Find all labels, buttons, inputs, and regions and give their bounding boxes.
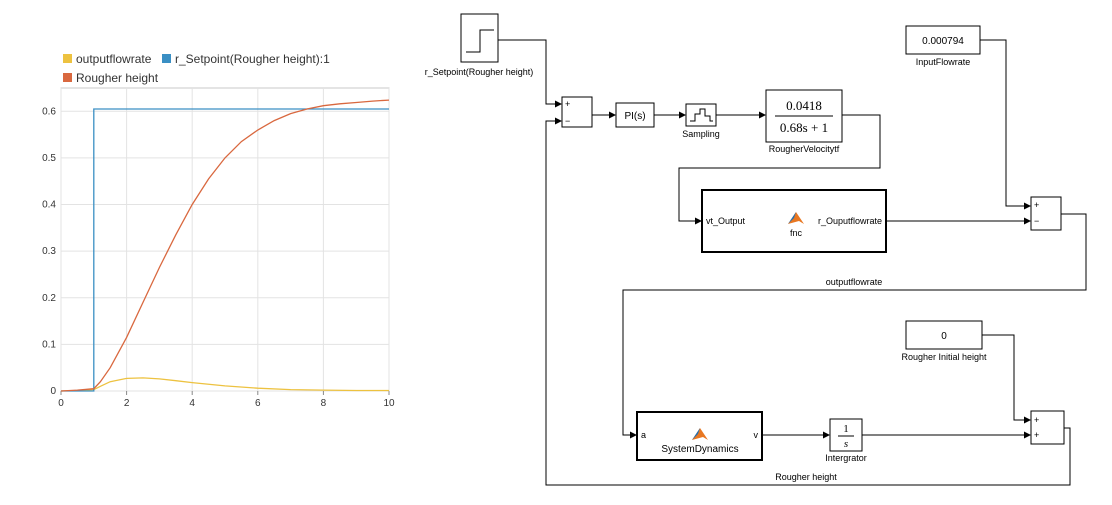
y-axis-ticks: 0 0.1 0.2 0.3 0.4 0.5 0.6 (42, 106, 56, 397)
y-tick-label: 0 (50, 386, 56, 397)
pi-label: PI(s) (624, 111, 645, 122)
integrator-denominator: s (844, 438, 848, 450)
sampling-label: Sampling (682, 129, 720, 139)
matlab-logo-icon (692, 428, 708, 440)
legend-swatch-rougher-height (63, 73, 72, 82)
sum3-sign-plus-2: + (1034, 430, 1039, 440)
transfer-function-block[interactable]: 0.0418 0.68s + 1 (765, 89, 843, 143)
matlab-logo-icon (788, 212, 804, 224)
tf-denominator: 0.68s + 1 (780, 120, 828, 135)
x-tick-label: 0 (58, 398, 64, 409)
integrator-block[interactable]: 1 s (829, 418, 863, 452)
initial-height-constant-block[interactable]: 0 (905, 320, 983, 350)
tf-numerator: 0.0418 (786, 98, 822, 113)
sampling-block[interactable] (685, 103, 717, 127)
system-dynamics-block[interactable]: a v SystemDynamics (636, 411, 763, 461)
integrator-label: Intergrator (825, 453, 867, 463)
sum1-sign-minus: − (565, 116, 570, 126)
legend-label-outputflowrate: outputflowrate (76, 52, 152, 66)
series-line-setpoint (61, 108, 389, 392)
plot-area (60, 87, 390, 392)
step-icon (466, 29, 494, 53)
legend-swatch-outputflowrate (63, 54, 72, 63)
x-tick-label: 8 (321, 398, 327, 409)
x-tick-label: 6 (255, 398, 261, 409)
series-lines (60, 99, 390, 392)
input-flowrate-constant-block[interactable]: 0.000794 (905, 25, 981, 55)
wire-initial-to-sum3 (982, 334, 1031, 424)
wire-tf-to-fnc (678, 114, 881, 225)
legend: outputflowrate r_Setpoint(Rougher height… (63, 52, 330, 85)
fnc-function-block[interactable]: vt_Output r_Ouputflowrate fnc (701, 189, 887, 253)
y-tick-label: 0.1 (42, 339, 56, 350)
sum3-sign-plus-1: + (1034, 415, 1039, 425)
setpoint-label: r_Setpoint(Rougher height) (425, 67, 534, 77)
setpoint-step-block[interactable] (460, 13, 499, 63)
fnc-input-port-label: vt_Output (706, 216, 746, 226)
sum2-sign-plus: + (1034, 200, 1039, 210)
wire-inputflowrate-to-sum2 (980, 39, 1031, 210)
legend-label-setpoint: r_Setpoint(Rougher height):1 (175, 52, 330, 66)
fnc-label: fnc (790, 228, 803, 238)
rougher-height-signal-label: Rougher height (775, 472, 837, 482)
legend-label-rougher-height: Rougher height (76, 71, 159, 85)
legend-swatch-setpoint (162, 54, 171, 63)
wire-sum2-to-sysdyn (622, 213, 1087, 439)
input-flowrate-value: 0.000794 (922, 36, 964, 47)
sysdyn-output-port-label: v (754, 430, 759, 440)
scope-plot: outputflowrate r_Setpoint(Rougher height… (42, 52, 395, 409)
wire-feedback-to-sum1 (545, 117, 1071, 486)
y-tick-label: 0.5 (42, 153, 56, 164)
sum1-sign-plus: + (565, 99, 570, 109)
x-axis-ticks: 0 2 4 6 8 10 (58, 391, 395, 409)
series-line-rougher-height (60, 99, 390, 392)
integrator-numerator: 1 (843, 423, 849, 435)
x-tick-label: 2 (124, 398, 130, 409)
outputflowrate-signal-label: outputflowrate (826, 277, 883, 287)
sum-block-1[interactable]: + − (561, 96, 593, 128)
y-tick-label: 0.3 (42, 246, 56, 257)
initial-height-label: Rougher Initial height (901, 352, 987, 362)
sum2-sign-minus: − (1034, 216, 1039, 226)
y-tick-label: 0.4 (42, 200, 56, 211)
x-tick-label: 10 (383, 398, 395, 409)
input-flowrate-label: InputFlowrate (916, 57, 971, 67)
y-tick-label: 0.6 (42, 106, 56, 117)
y-tick-label: 0.2 (42, 293, 56, 304)
zero-order-hold-icon (690, 108, 713, 122)
simulink-diagram: r_Setpoint(Rougher height) + − PI(s) Sam… (425, 13, 1087, 486)
sum-block-2[interactable]: + − (1030, 196, 1062, 231)
tf-label: RougherVelocitytf (769, 144, 840, 154)
fnc-output-port-label: r_Ouputflowrate (818, 216, 882, 226)
pi-controller-block[interactable]: PI(s) (615, 102, 655, 128)
sysdyn-label: SystemDynamics (661, 444, 738, 455)
wire-setpoint-to-sum1 (498, 39, 562, 108)
initial-height-value: 0 (941, 331, 947, 342)
sysdyn-input-port-label: a (641, 430, 646, 440)
signal-wires (498, 39, 1087, 486)
x-tick-label: 4 (189, 398, 195, 409)
series-line-outputflowrate (60, 377, 389, 392)
sum-block-3[interactable]: + + (1030, 410, 1065, 445)
